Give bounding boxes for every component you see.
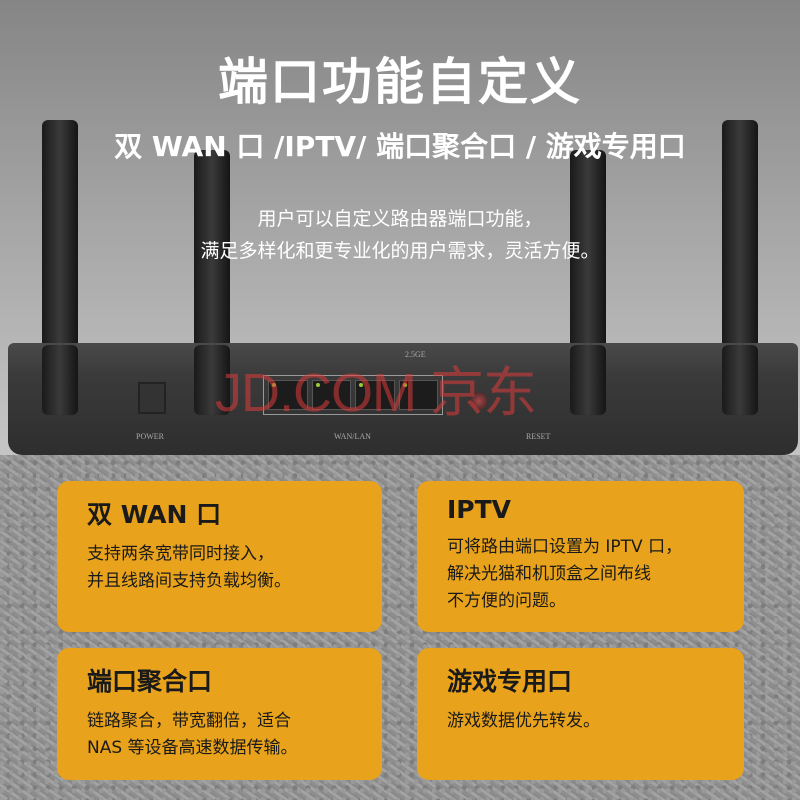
card-title: 双 WAN 口 [87,500,222,529]
description-line: 用户可以自定义路由器端口功能， [257,208,543,230]
card-title: 游戏专用口 [447,667,573,696]
antenna-base [42,345,78,415]
card-iptv: IPTV 可将路由端口设置为 IPTV 口， 解决光猫和机顶盒之间布线 不方便的… [417,481,744,632]
card-text: 可将路由端口设置为 IPTV 口， [447,537,683,557]
ethernet-ports [263,375,443,415]
watermark: JD.COM 京东 [215,363,537,423]
card-link-aggregation: 端口聚合口 链路聚合，带宽翻倍，适合 NAS 等设备高速数据传输。 [57,648,382,780]
ports-label: WAN/LAN [334,432,371,441]
card-text: 游戏数据优先转发。 [447,711,600,731]
wps-button [470,392,488,410]
card-text: 链路聚合，带宽翻倍，适合 [87,711,291,731]
card-title: IPTV [447,495,512,524]
ethernet-port [398,380,438,410]
description: 用户可以自定义路由器端口功能， 满足多样化和更专业化的用户需求，灵活方便。 [0,203,800,267]
power-jack [138,382,166,414]
card-text: 解决光猫和机顶盒之间布线 [447,564,651,584]
antenna-base [722,345,758,415]
description-line: 满足多样化和更专业化的用户需求，灵活方便。 [200,240,600,262]
card-text: 支持两条宽带同时接入， [87,544,274,564]
antenna-base [570,345,606,415]
port-speed-label: 2.5GE [405,350,426,359]
card-text: 不方便的问题。 [447,591,566,611]
card-dual-wan: 双 WAN 口 支持两条宽带同时接入， 并且线路间支持负载均衡。 [57,481,382,632]
card-gaming-port: 游戏专用口 游戏数据优先转发。 [417,648,744,780]
card-text: NAS 等设备高速数据传输。 [87,738,298,758]
page-subtitle: 双 WAN 口 /IPTV/ 端口聚合口 / 游戏专用口 [114,130,686,163]
power-label: POWER [136,432,164,441]
ethernet-port [311,380,351,410]
page-title: 端口功能自定义 [218,53,582,111]
ethernet-port [268,380,308,410]
antenna-base [194,345,230,415]
card-title: 端口聚合口 [87,667,213,696]
reset-label: RESET [526,432,551,441]
card-text: 并且线路间支持负载均衡。 [87,571,291,591]
ethernet-port [355,380,395,410]
